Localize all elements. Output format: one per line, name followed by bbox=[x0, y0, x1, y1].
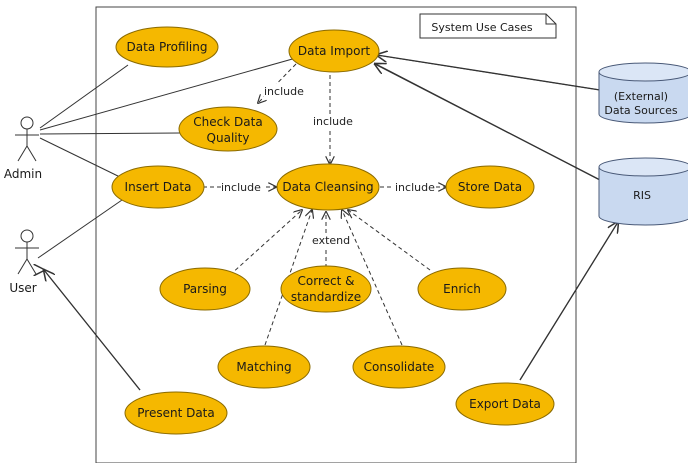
note-label: System Use Cases bbox=[431, 21, 532, 34]
use-case-label: Matching bbox=[236, 360, 291, 374]
actor-user[interactable] bbox=[15, 229, 39, 275]
datastore-label-line2: Data Sources bbox=[604, 104, 678, 117]
include-label-import: include bbox=[313, 115, 353, 128]
use-case-label-line1: Correct & bbox=[298, 274, 355, 288]
use-case-insert-data[interactable]: Insert Data bbox=[111, 165, 205, 209]
use-case-label: Parsing bbox=[183, 282, 227, 296]
use-case-export-data[interactable]: Export Data bbox=[455, 382, 555, 426]
system-note: System Use Cases bbox=[419, 13, 557, 39]
relation-labels: include include include include extend bbox=[221, 84, 436, 247]
use-case-matching[interactable]: Matching bbox=[217, 345, 311, 389]
use-case-consolidate[interactable]: Consolidate bbox=[352, 345, 446, 389]
use-case-check-data-quality[interactable]: Check Data Quality bbox=[178, 106, 278, 152]
use-case-data-profiling[interactable]: Data Profiling bbox=[115, 26, 219, 68]
use-case-label: Store Data bbox=[458, 180, 522, 194]
extend-label: extend bbox=[312, 234, 350, 247]
actor-admin[interactable] bbox=[15, 116, 39, 162]
use-case-parsing[interactable]: Parsing bbox=[159, 267, 251, 311]
association-arrows bbox=[44, 55, 618, 391]
use-case-correct-standardize[interactable]: Correct & standardize bbox=[280, 265, 372, 313]
use-cases: Data Profiling Data Import Check Data Qu… bbox=[111, 26, 555, 435]
actor-admin-label: Admin bbox=[4, 167, 42, 181]
actor-user-label: User bbox=[9, 281, 36, 295]
include-label-insert: include bbox=[221, 181, 261, 194]
use-case-label: Data Cleansing bbox=[282, 180, 373, 194]
use-case-label-line1: Check Data bbox=[193, 115, 262, 129]
use-case-label: Insert Data bbox=[125, 180, 192, 194]
datastore-label: RIS bbox=[633, 189, 651, 202]
use-case-store-data[interactable]: Store Data bbox=[445, 165, 535, 209]
use-case-label: Export Data bbox=[469, 397, 541, 411]
use-case-label: Present Data bbox=[137, 406, 215, 420]
include-label-store: include bbox=[395, 181, 435, 194]
use-case-label: Data Profiling bbox=[127, 40, 208, 54]
datastore-external[interactable]: (External) Data Sources bbox=[598, 62, 688, 124]
use-case-data-cleansing[interactable]: Data Cleansing bbox=[276, 163, 380, 211]
use-case-enrich[interactable]: Enrich bbox=[417, 267, 507, 311]
use-case-label-line2: Quality bbox=[207, 131, 250, 145]
include-label-quality: include bbox=[264, 85, 304, 98]
use-case-label: Enrich bbox=[443, 282, 481, 296]
use-case-label-line2: standardize bbox=[291, 290, 361, 304]
use-case-label: Consolidate bbox=[364, 360, 435, 374]
use-case-present-data[interactable]: Present Data bbox=[124, 391, 228, 435]
datastore-ris[interactable]: RIS bbox=[598, 157, 688, 226]
use-case-label: Data Import bbox=[298, 44, 371, 58]
use-case-data-import[interactable]: Data Import bbox=[288, 29, 380, 73]
datastore-label-line1: (External) bbox=[614, 90, 668, 103]
